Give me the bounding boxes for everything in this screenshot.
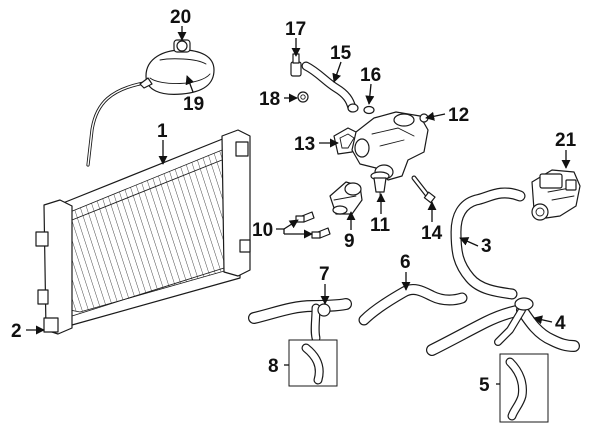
callout-8: 8 xyxy=(268,356,279,377)
sensor-17 xyxy=(290,53,302,77)
component-21 xyxy=(531,169,581,221)
callout-15: 15 xyxy=(330,43,352,64)
callout-7: 7 xyxy=(319,264,330,285)
callout-1: 1 xyxy=(157,121,168,142)
callout-5: 5 xyxy=(479,375,490,396)
callout-9: 9 xyxy=(344,231,355,252)
bolt-14 xyxy=(411,175,436,204)
detail-box-5 xyxy=(499,353,549,423)
callout-13: 13 xyxy=(294,134,315,155)
callout-21: 21 xyxy=(555,130,577,151)
oring-16 xyxy=(363,105,375,115)
callout-16: 16 xyxy=(360,65,381,86)
callout-10: 10 xyxy=(252,220,273,241)
radiator xyxy=(35,80,251,335)
thermostat-11 xyxy=(370,171,390,201)
hose-4 xyxy=(426,297,580,356)
callout-12: 12 xyxy=(448,105,469,126)
coolant-reservoir xyxy=(139,39,215,95)
bolt-18 xyxy=(297,91,309,103)
callout-11: 11 xyxy=(370,215,391,236)
hose-3 xyxy=(450,187,526,300)
hose-upper-small xyxy=(301,61,359,113)
leader-lines xyxy=(26,26,571,385)
callout-4: 4 xyxy=(555,313,566,334)
callout-2: 2 xyxy=(11,321,22,342)
callout-3: 3 xyxy=(481,236,492,257)
callout-17: 17 xyxy=(285,19,306,40)
water-outlet-9 xyxy=(329,181,363,215)
callout-14: 14 xyxy=(421,223,443,244)
hose-7 xyxy=(248,298,352,343)
callout-6: 6 xyxy=(400,252,411,273)
callout-18: 18 xyxy=(259,89,280,110)
callout-labels: 1 2 3 4 5 6 7 8 9 10 11 12 13 14 15 16 1… xyxy=(11,7,577,396)
detail-box-8 xyxy=(288,339,338,387)
thermostat-housing xyxy=(351,111,429,181)
callout-20: 20 xyxy=(170,7,191,28)
callout-19: 19 xyxy=(183,94,204,115)
hose-6 xyxy=(358,284,468,326)
bolts-10 xyxy=(295,211,331,239)
